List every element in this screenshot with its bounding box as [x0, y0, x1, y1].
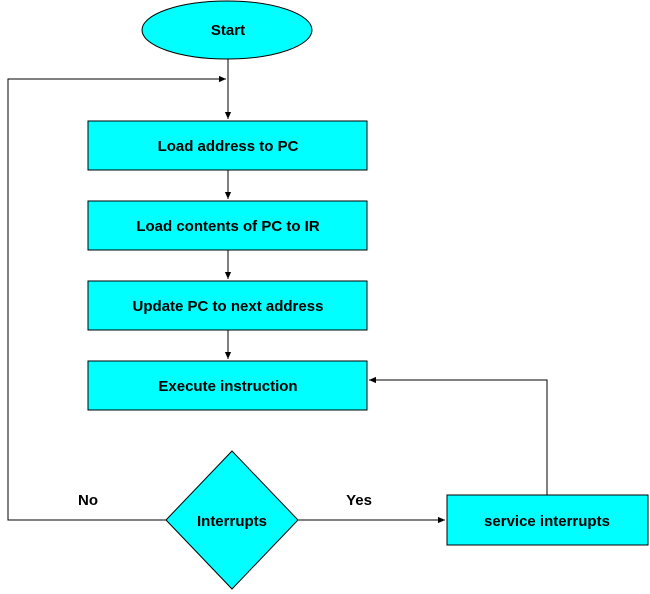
step-load-address-label: Load address to PC: [158, 138, 299, 155]
edge-no-loop-back: [7, 75, 226, 521]
step-execute-label: Execute instruction: [158, 378, 297, 395]
start-node: Start: [141, 0, 313, 60]
step-load-contents: Load contents of PC to IR: [87, 200, 368, 251]
start-label: Start: [211, 22, 245, 39]
step-update-pc: Update PC to next address: [87, 280, 368, 331]
step-load-contents-label: Load contents of PC to IR: [136, 218, 319, 235]
step-update-pc-label: Update PC to next address: [133, 298, 324, 315]
edge-service-to-execute: [369, 376, 548, 495]
step-execute: Execute instruction: [87, 360, 368, 411]
step-load-address: Load address to PC: [87, 120, 368, 171]
edge-yes-label: Yes: [346, 492, 372, 509]
edge-no-label: No: [78, 492, 98, 509]
service-interrupts-node: service interrupts: [446, 494, 649, 546]
decision-interrupts-label: Interrupts: [197, 513, 267, 530]
decision-interrupts: Interrupts: [165, 450, 299, 590]
service-interrupts-label: service interrupts: [484, 513, 610, 530]
